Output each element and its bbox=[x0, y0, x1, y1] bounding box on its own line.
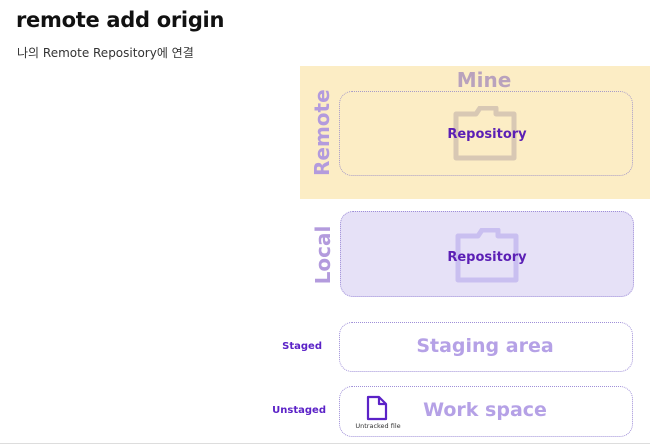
local-repository-box bbox=[340, 211, 634, 297]
work-space-label: Work space bbox=[423, 399, 547, 421]
bottom-divider bbox=[0, 443, 650, 444]
local-repository-label: Repository bbox=[447, 250, 527, 265]
untracked-file-caption: Untracked file bbox=[355, 422, 401, 430]
mine-label: Mine bbox=[456, 68, 512, 92]
file-icon bbox=[366, 395, 388, 421]
remote-section-label: Remote bbox=[310, 89, 334, 176]
page-title: remote add origin bbox=[16, 8, 225, 32]
unstaged-label: Unstaged bbox=[272, 405, 326, 416]
staging-area-label: Staging area bbox=[416, 335, 554, 357]
remote-repository-box bbox=[339, 91, 633, 176]
staged-label: Staged bbox=[282, 341, 322, 352]
folder-icon bbox=[453, 106, 517, 161]
remote-repository-label: Repository bbox=[447, 127, 527, 142]
work-space-box bbox=[339, 386, 633, 437]
page-subtitle: 나의 Remote Repository에 연결 bbox=[17, 46, 194, 60]
remote-panel bbox=[300, 66, 650, 199]
local-section-label: Local bbox=[311, 225, 335, 285]
staging-area-box bbox=[339, 322, 633, 372]
folder-icon bbox=[455, 228, 519, 283]
